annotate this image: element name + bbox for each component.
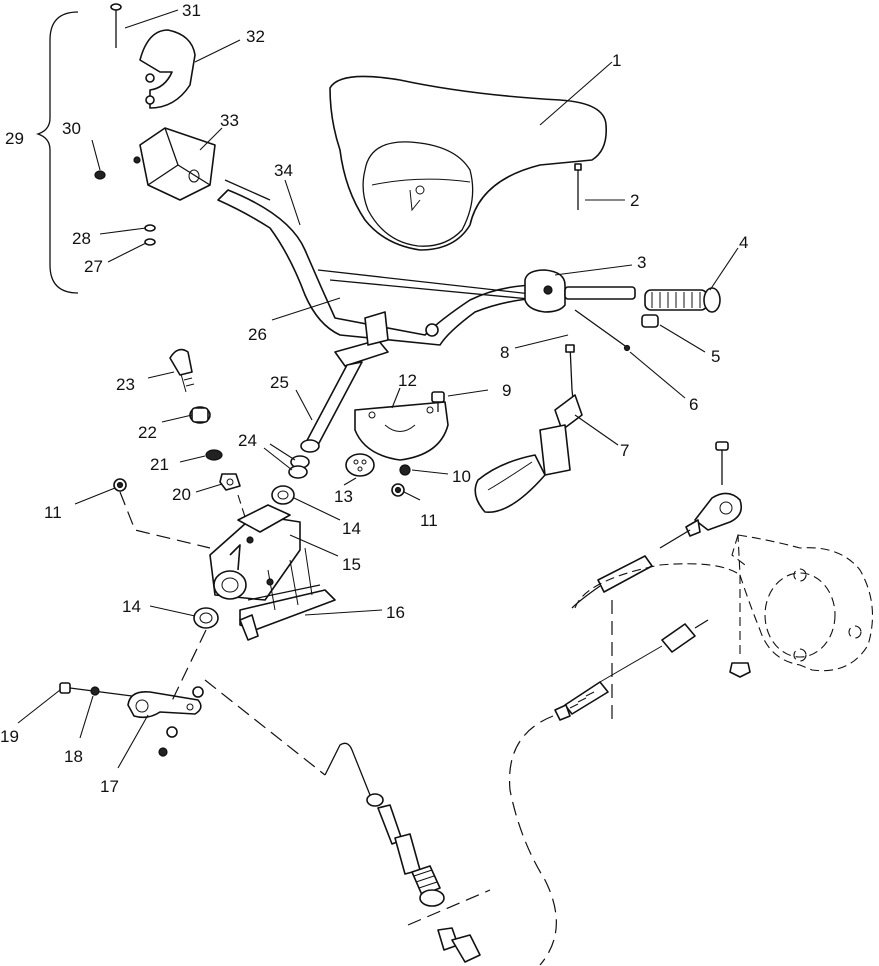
column-bushing (345, 453, 375, 477)
callout-29: 29 (5, 129, 24, 148)
callout-34: 34 (274, 161, 293, 180)
callout-3: 3 (637, 253, 646, 272)
end-plug (641, 314, 659, 328)
callout-1: 1 (612, 51, 621, 70)
mirror-mount (94, 3, 216, 246)
callout-14-upper: 14 (342, 519, 361, 538)
routing-lines (119, 491, 326, 776)
leader-lines (17, 9, 739, 769)
callout-30: 30 (62, 119, 81, 138)
handlebar-grip (644, 287, 721, 313)
steering-block (209, 504, 336, 641)
callout-32: 32 (246, 27, 265, 46)
callout-33: 33 (220, 111, 239, 130)
knob-stack (169, 348, 241, 491)
callout-11-left: 11 (44, 503, 62, 522)
callout-25: 25 (270, 373, 289, 392)
callout-18: 18 (64, 747, 83, 766)
callout-13: 13 (334, 487, 353, 506)
brake-cable (324, 742, 491, 963)
column-washers (271, 455, 310, 505)
callout-6: 6 (689, 395, 698, 414)
callout-12: 12 (398, 371, 417, 390)
callout-20: 20 (172, 485, 191, 504)
arm-bolt (59, 682, 133, 697)
callout-27: 27 (84, 257, 103, 276)
steering-plate (354, 401, 449, 461)
callout-7: 7 (620, 441, 629, 460)
callout-5: 5 (711, 347, 720, 366)
callout-8: 8 (500, 343, 509, 362)
tether-switch (474, 344, 583, 513)
callout-22: 22 (138, 423, 157, 442)
throttle-cable (508, 600, 709, 966)
callout-23: 23 (116, 375, 135, 394)
plate-bolt (431, 391, 445, 412)
callout-9: 9 (502, 381, 511, 400)
handlebar-pad (329, 75, 608, 251)
callout-19: 19 (0, 727, 19, 746)
housing-bolt (729, 575, 751, 678)
callout-2: 2 (630, 191, 639, 210)
throttle-screw (574, 309, 631, 352)
callout-15: 15 (342, 555, 361, 574)
callout-17: 17 (100, 777, 119, 796)
callout-16: 16 (386, 603, 405, 622)
throttle-housing (524, 269, 636, 313)
tie-rod-assembly (571, 441, 743, 609)
block-nut (113, 478, 127, 492)
callout-31: 31 (182, 1, 201, 20)
callout-4: 4 (739, 233, 748, 252)
engine-housing-outline (574, 534, 873, 672)
plate-nut (391, 464, 411, 497)
pad-screw (574, 163, 582, 210)
callout-28: 28 (72, 229, 91, 248)
callout-10: 10 (452, 467, 471, 486)
lower-bushing (193, 607, 219, 629)
callout-21: 21 (150, 455, 169, 474)
pitman-arm (127, 686, 204, 757)
callout-11-right: 11 (420, 511, 438, 530)
callout-14-lower: 14 (122, 597, 141, 616)
group-29-bracket (35, 11, 79, 294)
steering-column (300, 311, 389, 453)
callout-24: 24 (238, 431, 257, 450)
callout-26: 26 (248, 325, 267, 344)
